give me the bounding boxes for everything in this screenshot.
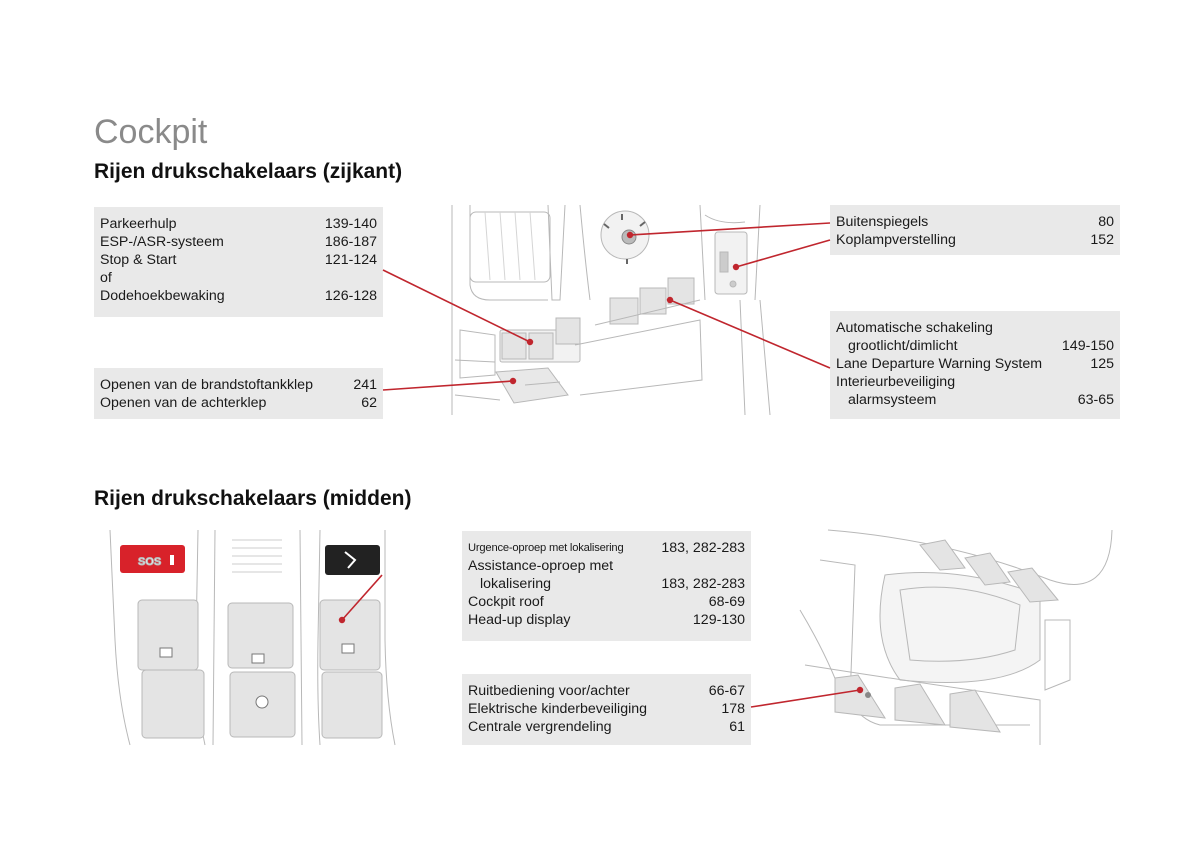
page-title: Cockpit [94,113,208,151]
callout-row: Stop & Start 121-124 [100,251,377,269]
callout-box-mirrors: Buitenspiegels 80 Koplampverstelling 152 [830,205,1120,255]
callout-box-lights-alarm: Automatische schakeling grootlicht/dimli… [830,311,1120,419]
row-label: Buitenspiegels [836,214,929,230]
callout-row: Parkeerhulp 139-140 [100,215,377,233]
row-page: 63-65 [1077,392,1114,408]
row-page: 125 [1090,356,1114,372]
callout-row: Urgence-oproep met lokalisering 183, 282-… [468,539,745,557]
row-label: alarmsysteem [848,392,937,408]
row-page: 139-140 [324,216,377,232]
callout-box-emergency: Urgence-oproep met lokalisering 183, 282-… [462,531,751,641]
row-page: 80 [1098,214,1114,230]
callout-row: Buitenspiegels 80 [836,213,1114,231]
callout-lines [341,222,861,708]
row-label: Centrale vergrendeling [468,719,612,735]
row-label: lokalisering [480,576,551,592]
callout-row: lokalisering 183, 282-283 [468,575,745,593]
row-page: 152 [1090,232,1114,248]
row-page: 183, 282-283 [661,540,745,556]
callout-row: Openen van de achterklep 62 [100,394,377,412]
callout-row: of [100,269,377,287]
row-label: Head-up display [468,612,571,628]
callout-row: alarmsysteem 63-65 [836,391,1114,409]
row-page: 121-124 [324,252,377,268]
row-page: 178 [721,701,745,717]
row-page: 149-150 [1061,338,1114,354]
callout-row: Openen van de brandstoftankklep 241 [100,376,377,394]
row-label: Assistance-oproep met [468,558,614,574]
row-label: Koplampverstelling [836,232,956,248]
row-page: 241 [353,377,377,393]
row-page: 68-69 [708,594,745,610]
callout-row: Koplampverstelling 152 [836,231,1114,249]
row-label: Openen van de achterklep [100,395,267,411]
row-label: Cockpit roof [468,594,544,610]
callout-box-windows-locks: Ruitbediening voor/achter 66-67 Elektrisc… [462,674,751,745]
row-label: Ruitbediening voor/achter [468,683,630,699]
row-label: of [100,270,112,286]
row-label: Parkeerhulp [100,216,177,232]
row-page: 186-187 [324,234,377,250]
row-label: Elektrische kinderbeveiliging [468,701,648,717]
callout-row: Head-up display 129-130 [468,611,745,629]
row-page: 66-67 [708,683,745,699]
row-label: Dodehoekbewaking [100,288,225,304]
callout-row: Cockpit roof 68-69 [468,593,745,611]
sos-button-label: SOS [138,556,161,568]
callout-row: ESP-/ASR-systeem 186-187 [100,233,377,251]
callout-row: Centrale vergrendeling 61 [468,718,745,736]
row-label: Stop & Start [100,252,177,268]
callout-dots [338,231,864,694]
row-label: ESP-/ASR-systeem [100,234,224,250]
callout-row: Elektrische kinderbeveiliging 178 [468,700,745,718]
callout-row: Lane Departure Warning System 125 [836,355,1114,373]
row-label: Lane Departure Warning System [836,356,1043,372]
middle-tunnel-drawing [799,529,1113,745]
row-page: 61 [729,719,745,735]
callout-row: Interieurbeveiliging [836,373,1114,391]
middle-console-drawing: SOS [109,529,396,746]
side-dashboard-drawing [451,204,771,416]
callout-row: Assistance-oproep met [468,557,745,575]
row-label: Automatische schakeling [836,320,993,336]
section-heading-middle: Rijen drukschakelaars (midden) [94,487,412,510]
row-label: grootlicht/dimlicht [848,338,958,354]
row-label: Openen van de brandstoftankklep [100,377,313,393]
callout-row: grootlicht/dimlicht 149-150 [836,337,1114,355]
row-label: Urgence-oproep met lokalisering [468,542,624,554]
row-label: Interieurbeveiliging [836,374,956,390]
callout-box-side-buttons: Parkeerhulp 139-140 ESP-/ASR-systeem 186-1… [94,207,383,317]
callout-row: Ruitbediening voor/achter 66-67 [468,682,745,700]
row-page: 183, 282-283 [661,576,745,592]
callout-box-flaps: Openen van de brandstoftankklep 241 Opene… [94,368,383,419]
row-page: 129-130 [692,612,745,628]
row-page: 62 [361,395,377,411]
section-heading-side: Rijen drukschakelaars (zijkant) [94,160,403,183]
callout-row: Dodehoekbewaking 126-128 [100,287,377,305]
row-page: 126-128 [324,288,377,304]
callout-row: Automatische schakeling [836,319,1114,337]
